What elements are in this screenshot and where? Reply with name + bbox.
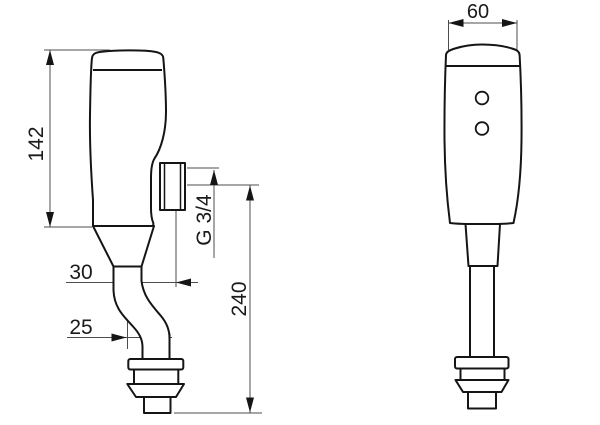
neck-side bbox=[92, 225, 155, 268]
inlet-nut-facets bbox=[163, 163, 182, 210]
neck-front bbox=[464, 223, 501, 267]
sensor-window-upper bbox=[474, 90, 490, 106]
front-view: 60 bbox=[443, 1, 523, 410]
front-view-arrowheads bbox=[448, 19, 517, 27]
outlet-nipple-side bbox=[143, 396, 172, 414]
offset-pipe bbox=[112, 265, 171, 361]
arrow-30-right bbox=[176, 278, 191, 287]
arrow-25-left bbox=[111, 333, 127, 342]
arrow-60-left bbox=[448, 19, 464, 27]
dim-label-thread: G 3/4 bbox=[193, 194, 216, 246]
dim-label-30: 30 bbox=[69, 261, 92, 284]
valve-body-side bbox=[88, 49, 167, 227]
dim-label-240: 240 bbox=[228, 281, 251, 316]
flange-ring-1-front bbox=[454, 356, 510, 370]
dim-label-25: 25 bbox=[69, 316, 92, 339]
outlet-nipple-front bbox=[467, 391, 497, 410]
arrow-thread bbox=[210, 170, 218, 185]
arrow-142-bottom bbox=[46, 212, 54, 227]
flange-ring-2-front bbox=[459, 367, 506, 381]
flange-ring-3-front bbox=[454, 379, 510, 393]
arrow-142-top bbox=[46, 50, 54, 65]
dim-label-60: 60 bbox=[467, 1, 489, 23]
front-view-body-group bbox=[443, 43, 523, 410]
flange-ring-3-side bbox=[126, 383, 185, 398]
outlet-pipe-front bbox=[469, 265, 495, 358]
sensor-window-lower bbox=[474, 121, 490, 136]
side-view-body-group bbox=[88, 49, 186, 414]
dim-label-142: 142 bbox=[25, 126, 48, 161]
side-view: 142 30 25 G 3/4 240 bbox=[25, 49, 262, 414]
arrow-240-bottom bbox=[246, 397, 254, 413]
arrow-60-right bbox=[502, 19, 517, 27]
flange-ring-1-side bbox=[127, 358, 185, 371]
flange-ring-2-side bbox=[133, 368, 180, 385]
arrow-240-top bbox=[246, 185, 254, 201]
